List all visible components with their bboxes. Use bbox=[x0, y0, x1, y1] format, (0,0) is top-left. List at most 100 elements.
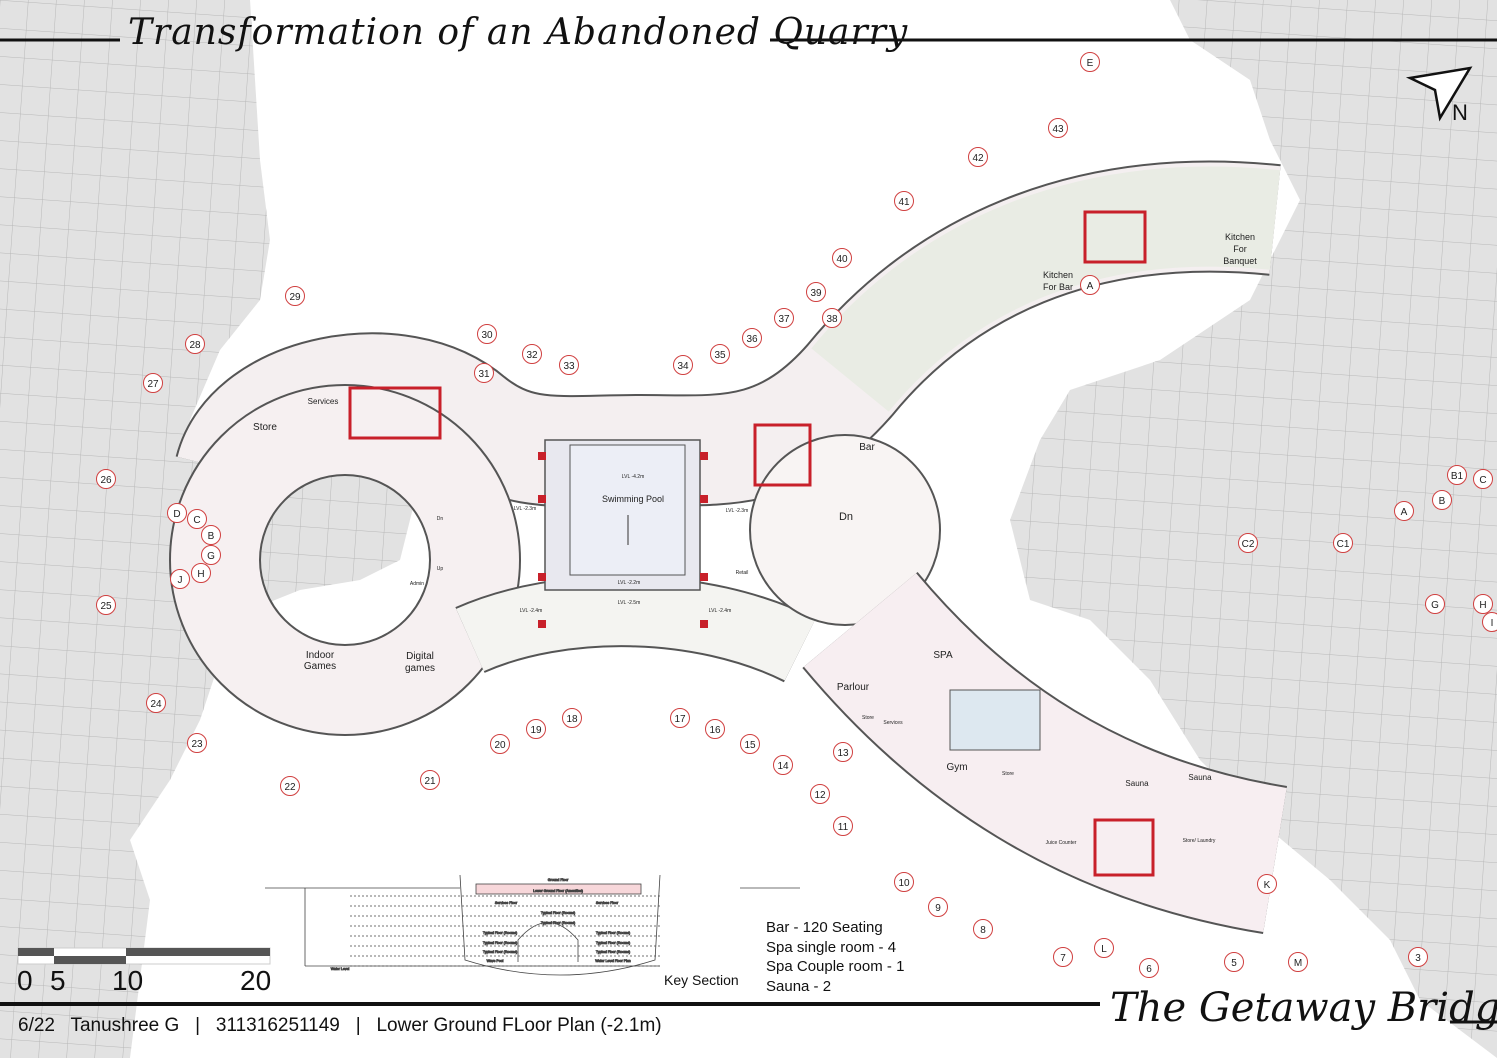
grid-bubble bbox=[96, 469, 116, 489]
key-section-floor-label: Lower Ground Floor (Amenities) bbox=[533, 889, 583, 893]
grid-bubble-label: A bbox=[1401, 507, 1408, 518]
stat-line: Sauna - 2 bbox=[766, 977, 832, 995]
grid-bubble bbox=[526, 719, 546, 739]
key-section-floor-label: Services Floor bbox=[495, 901, 518, 905]
grid-bubble-label: B bbox=[1439, 496, 1446, 507]
grid-bubble-label: 17 bbox=[674, 714, 686, 725]
grid-bubble-label: E bbox=[1087, 58, 1094, 69]
grid-bubble bbox=[833, 816, 853, 836]
building-plan bbox=[169, 160, 1288, 935]
key-section-floor-label: Services Floor bbox=[596, 901, 619, 905]
grid-bubble-label: 9 bbox=[935, 903, 941, 914]
room-label-parlour: Parlour bbox=[837, 682, 870, 693]
scale-label: 5 bbox=[50, 965, 66, 996]
author: Tanushree G bbox=[70, 1015, 180, 1036]
grid-bubble-label: C bbox=[1479, 475, 1486, 486]
grid-bubble-label: H bbox=[197, 569, 204, 580]
grid-bubble bbox=[742, 328, 762, 348]
room-label-store3: Store bbox=[1002, 771, 1014, 777]
grid-bubble bbox=[1048, 118, 1068, 138]
room-label-kitchen-banquet-1: Kitchen bbox=[1225, 232, 1255, 242]
grid-bubble-label: 28 bbox=[189, 340, 201, 351]
grid-bubble bbox=[285, 286, 305, 306]
grid-bubble bbox=[559, 355, 579, 375]
grid-bubble bbox=[773, 755, 793, 775]
room-label-pool: Swimming Pool bbox=[602, 494, 664, 504]
grid-bubble bbox=[1094, 938, 1114, 958]
grid-bubble bbox=[1447, 465, 1467, 485]
grid-bubble-label: 22 bbox=[284, 782, 296, 793]
grid-bubble-label: 27 bbox=[147, 379, 159, 390]
room-label-lvl-l: LVL -2.3m bbox=[514, 506, 537, 512]
room-label-kitchen-bar-1: Kitchen bbox=[1043, 270, 1073, 280]
student-id: 311316251149 bbox=[215, 1015, 340, 1036]
room-label-dn-hub: Dn bbox=[839, 511, 853, 523]
grid-bubble bbox=[810, 784, 830, 804]
water-level-label: Water Level bbox=[331, 967, 350, 971]
grid-bubble-label: 16 bbox=[709, 725, 721, 736]
grid-bubble bbox=[143, 373, 163, 393]
scale-label: 10 bbox=[112, 965, 144, 996]
grid-bubble-label: 6 bbox=[1146, 964, 1152, 975]
sheet-number: 6/22 bbox=[18, 1015, 55, 1036]
key-section-floor-label: Typical Floor (Rooms) bbox=[541, 921, 575, 925]
grid-bubble-label: 24 bbox=[150, 699, 162, 710]
grid-bubble bbox=[673, 355, 693, 375]
grid-bubble bbox=[187, 509, 207, 529]
grid-bubble bbox=[1473, 469, 1493, 489]
stat-line: Spa single room - 4 bbox=[766, 938, 897, 956]
grid-bubble-label: 21 bbox=[424, 776, 436, 787]
key-section-floor-label: Typical Floor (Rooms) bbox=[483, 931, 517, 935]
room-label-kitchen-banquet-2: For bbox=[1233, 244, 1247, 254]
room-label-lvl-25: LVL -2.5m bbox=[618, 600, 641, 606]
grid-bubble-label: 41 bbox=[898, 197, 910, 208]
grid-bubble bbox=[146, 693, 166, 713]
room-label-bar: Bar bbox=[859, 442, 875, 453]
grid-bubble-label: 19 bbox=[530, 725, 542, 736]
grid-bubble-label: 31 bbox=[478, 369, 490, 380]
room-label-kitchen-bar-2: For Bar bbox=[1043, 282, 1073, 292]
sheet-title: Transformation of an Abandoned Quarry bbox=[128, 12, 909, 53]
grid-bubble-label: H bbox=[1479, 600, 1486, 611]
room-label-laundry: Store/ Laundry bbox=[1183, 838, 1216, 844]
grid-bubble bbox=[670, 708, 690, 728]
grid-bubble bbox=[201, 545, 221, 565]
grid-bubble-label: C2 bbox=[1242, 539, 1255, 550]
grid-bubble-label: 39 bbox=[810, 288, 822, 299]
grid-bubble bbox=[832, 248, 852, 268]
grid-bubble bbox=[1224, 952, 1244, 972]
room-label-lvl-22: LVL -2.2m bbox=[618, 580, 641, 586]
room-label-spa: SPA bbox=[933, 650, 953, 661]
grid-bubble bbox=[822, 308, 842, 328]
grid-bubble bbox=[1425, 594, 1445, 614]
room-label-lvl-r: LVL -2.3m bbox=[726, 508, 749, 514]
grid-bubble-label: 36 bbox=[746, 334, 758, 345]
grid-bubble-label: 29 bbox=[289, 292, 301, 303]
room-label-digital-2: games bbox=[405, 663, 435, 674]
grid-bubble bbox=[774, 308, 794, 328]
grid-bubble-label: 5 bbox=[1231, 958, 1237, 969]
grid-bubble bbox=[191, 563, 211, 583]
grid-bubble bbox=[806, 282, 826, 302]
grid-bubble bbox=[522, 344, 542, 364]
key-section-floor-label: Typical Floor (Rooms) bbox=[596, 941, 630, 945]
grid-bubble bbox=[1257, 874, 1277, 894]
grid-bubble bbox=[1080, 52, 1100, 72]
north-arrow-icon bbox=[1405, 66, 1473, 122]
drawing-name: Lower Ground FLoor Plan (-2.1m) bbox=[376, 1015, 662, 1036]
room-label-sauna1: Sauna bbox=[1125, 779, 1149, 788]
key-section-floor-label: Typical Floor (Rooms) bbox=[483, 941, 517, 945]
room-label-indoor-games-2: Games bbox=[304, 661, 336, 672]
title-block: 6/22 Tanushree G | 311316251149 | Lower … bbox=[18, 1015, 662, 1036]
grid-bubble-label: 13 bbox=[837, 748, 849, 759]
key-section-floor-label: Typical Floor (Rooms) bbox=[596, 950, 630, 954]
grid-bubble-label: 40 bbox=[836, 254, 848, 265]
grid-bubble bbox=[201, 525, 221, 545]
grid-bubble bbox=[973, 919, 993, 939]
grid-bubble-label: 33 bbox=[563, 361, 575, 372]
grid-bubble-label: L bbox=[1101, 944, 1107, 955]
grid-bubble bbox=[1333, 533, 1353, 553]
grid-bubble-label: 35 bbox=[714, 350, 726, 361]
grid-bubble-label: K bbox=[1264, 880, 1271, 891]
